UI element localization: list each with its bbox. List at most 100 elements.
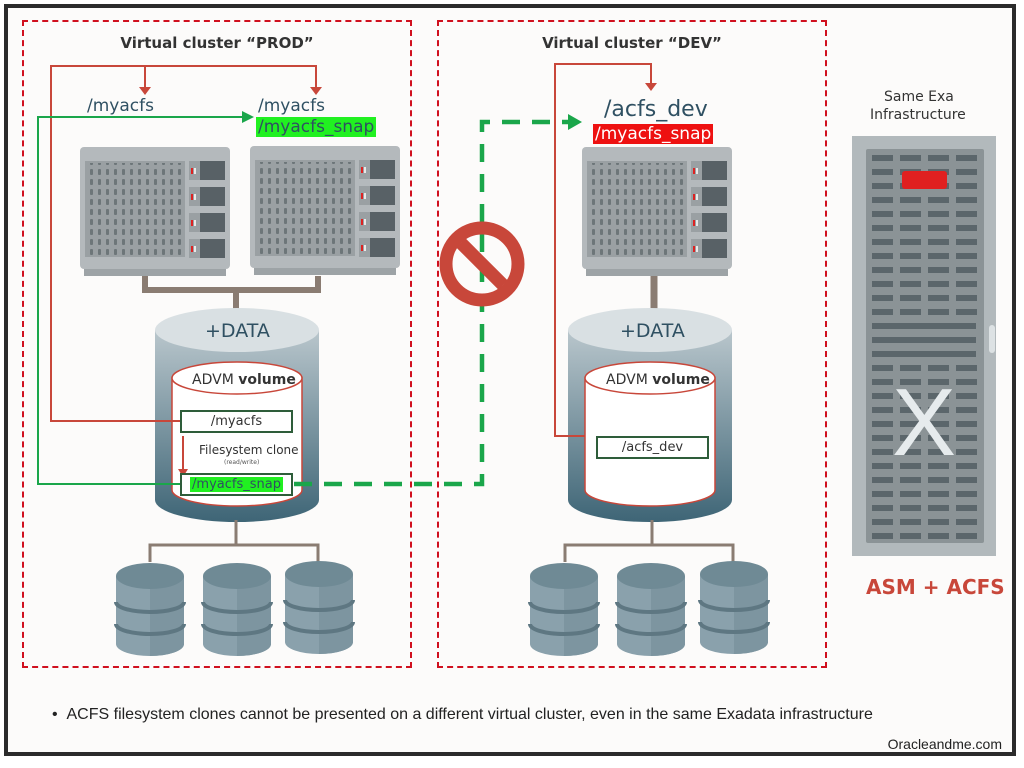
rack-vent-slot xyxy=(900,505,921,511)
rack-vent-slot xyxy=(956,155,977,161)
rack-vent-slot xyxy=(956,197,977,203)
rack-vent-slot xyxy=(900,463,921,469)
rack-vent-slot xyxy=(872,225,893,231)
rack-vent-slot xyxy=(956,463,977,469)
dev-blocked-snap-mount: /myacfs_snap xyxy=(593,124,714,144)
rack-vent-slot xyxy=(872,281,893,287)
dev-fs-acfs-dev: /acfs_dev xyxy=(596,436,709,459)
credit: Oracleandme.com xyxy=(887,736,1002,752)
infra-label-line1: Same Exa xyxy=(884,89,954,105)
rack-vent-slot xyxy=(928,449,949,455)
arrow-head xyxy=(568,114,582,130)
rack-vent-slot xyxy=(956,211,977,217)
dev-disk-3 xyxy=(698,559,770,656)
dev-diskgroup-label: +DATA xyxy=(620,320,685,342)
rack-vent-slot xyxy=(872,421,893,427)
blocked-mount-highlight: /myacfs_snap xyxy=(593,124,714,144)
rack-vent-slot xyxy=(900,197,921,203)
prod-node2-snap-mount: /myacfs_snap xyxy=(256,117,377,137)
rack-vent-slot xyxy=(872,183,893,189)
cluster-dev: Virtual cluster “DEV” xyxy=(437,20,827,668)
rack-vent-slot xyxy=(900,407,921,413)
prod-fs-myacfs-snap: /myacfs_snap xyxy=(180,473,293,496)
dev-disk-2 xyxy=(615,561,687,658)
rack-vent-slot xyxy=(900,267,921,273)
prod-server-2 xyxy=(250,146,400,275)
dev-server xyxy=(582,147,732,276)
clone-sublabel: (read/write) xyxy=(224,459,260,466)
rack-vent-slot xyxy=(928,211,949,217)
fs-name: /acfs_dev xyxy=(621,440,684,455)
rack-vent-slot xyxy=(872,309,893,315)
volume-label-regular: ADVM xyxy=(606,372,653,388)
dev-disk-1 xyxy=(528,561,600,658)
rack-vent-slot xyxy=(872,295,893,301)
prod-mount-arrows xyxy=(50,65,317,470)
rack-vent-slot xyxy=(900,519,921,525)
rack-logo: X xyxy=(892,369,957,476)
rack-vent-slot xyxy=(956,379,977,385)
rack-vent-slot xyxy=(956,225,977,231)
rack-vent-slot xyxy=(956,169,977,175)
rack-vent-slot xyxy=(956,449,977,455)
volume-label-bold: volume xyxy=(238,372,296,388)
rack-vent-slot xyxy=(900,225,921,231)
rack-vent-bar xyxy=(872,323,976,329)
dev-diskgroup-cylinder xyxy=(568,308,732,522)
rack-vent-slot xyxy=(928,463,949,469)
rack-vent-slot xyxy=(872,365,893,371)
rack-vents xyxy=(872,155,977,539)
rack-vent-slot xyxy=(956,435,977,441)
rack-vent-slot xyxy=(900,449,921,455)
prod-diskgroup-label: +DATA xyxy=(205,320,270,342)
rack-vent-slot xyxy=(872,519,893,525)
rack-vent-slot xyxy=(872,155,893,161)
rack-vent-slot xyxy=(872,393,893,399)
rack-vent-slot xyxy=(900,211,921,217)
prod-node2-mount: /myacfs xyxy=(258,96,325,116)
volume-label-regular: ADVM xyxy=(192,372,239,388)
rack-vent-slot xyxy=(956,239,977,245)
footnote-text: ACFS filesystem clones cannot be present… xyxy=(66,706,873,723)
rack-vent-slot xyxy=(900,155,921,161)
rack-vent-slot xyxy=(900,477,921,483)
rack-vent-slot xyxy=(928,155,949,161)
fs-name: /myacfs_snap xyxy=(190,477,283,492)
prod-disk-connectors xyxy=(148,520,320,562)
rack-vent-slot xyxy=(956,407,977,413)
rack-vent-slot xyxy=(872,463,893,469)
rack-vent-slot xyxy=(900,281,921,287)
rack-vent-slot xyxy=(956,519,977,525)
rack-vent-slot xyxy=(956,183,977,189)
snap-mount-highlight: /myacfs_snap xyxy=(256,117,377,137)
prod-disk-1 xyxy=(114,561,186,658)
rack-vent-slot xyxy=(956,253,977,259)
clone-label: Filesystem clone xyxy=(199,443,299,457)
rack-vent-slot xyxy=(928,491,949,497)
rack-vent-slot xyxy=(928,505,949,511)
rack-vent-slot xyxy=(928,379,949,385)
infra-label-line2: Infrastructure xyxy=(870,107,966,123)
arrow-head xyxy=(242,111,254,123)
cluster-dev-title: Virtual cluster “DEV” xyxy=(542,34,722,52)
rack-vent-slot xyxy=(956,295,977,301)
rack-vent-slot xyxy=(956,477,977,483)
rack-vent-slot xyxy=(928,225,949,231)
rack-vent-slot xyxy=(956,533,977,539)
rack-vent-slot xyxy=(872,477,893,483)
rack-vent-slot xyxy=(928,281,949,287)
rack-vent-slot xyxy=(900,295,921,301)
rack-status-light xyxy=(902,171,947,189)
rack-vent-slot xyxy=(928,533,949,539)
rack-vent-bar xyxy=(872,351,976,357)
prod-fs-myacfs: /myacfs xyxy=(180,410,293,433)
rack-vent-slot xyxy=(900,533,921,539)
rack-vent-slot xyxy=(900,435,921,441)
rack-vent-slot xyxy=(872,253,893,259)
rack-vent-slot xyxy=(956,505,977,511)
rack-vent-slot xyxy=(900,239,921,245)
rack-vent-slot xyxy=(956,267,977,273)
prod-node1-mount: /myacfs xyxy=(87,96,154,116)
rack-vent-slot xyxy=(928,421,949,427)
rack-vent-slot xyxy=(872,379,893,385)
